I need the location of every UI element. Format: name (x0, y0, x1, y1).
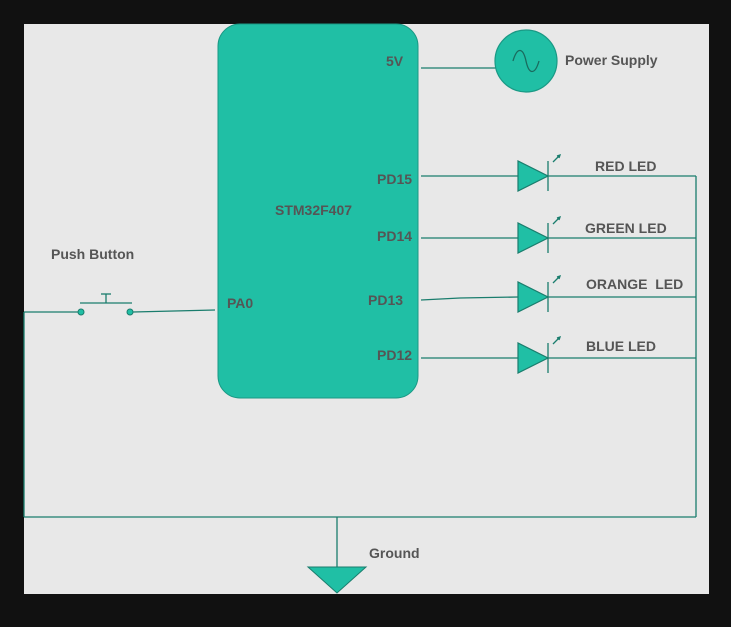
led-row-red: RED LED (421, 153, 696, 192)
pin-pd12-label: PD12 (377, 347, 412, 363)
led-green-label: GREEN LED (585, 220, 667, 236)
pin-5v-label: 5V (386, 53, 404, 69)
led-green-icon (517, 222, 550, 254)
push-button-label: Push Button (51, 246, 134, 262)
pin-pd13-label: PD13 (368, 292, 403, 308)
led-row-blue: BLUE LED (421, 335, 696, 374)
power-supply-label: Power Supply (565, 52, 658, 68)
led-orange-icon (517, 281, 550, 313)
led-row-green: GREEN LED (421, 215, 696, 254)
ground-icon (306, 566, 368, 594)
ground-label: Ground (369, 545, 420, 561)
led-orange-label: ORANGE LED (586, 276, 683, 292)
led-red-label: RED LED (595, 158, 656, 174)
pin-pd15-label: PD15 (377, 171, 412, 187)
mcu-block (217, 23, 419, 399)
ac-source-icon (494, 29, 558, 93)
led-blue-icon (517, 342, 550, 374)
pin-pa0-label: PA0 (227, 295, 253, 311)
pin-pd14-label: PD14 (377, 228, 412, 244)
led-red-icon (517, 160, 550, 192)
led-blue-label: BLUE LED (586, 338, 656, 354)
mcu-name: STM32F407 (275, 202, 352, 218)
led-row-orange: ORANGE LED (420, 274, 696, 313)
wire-button-pa0 (132, 309, 216, 313)
